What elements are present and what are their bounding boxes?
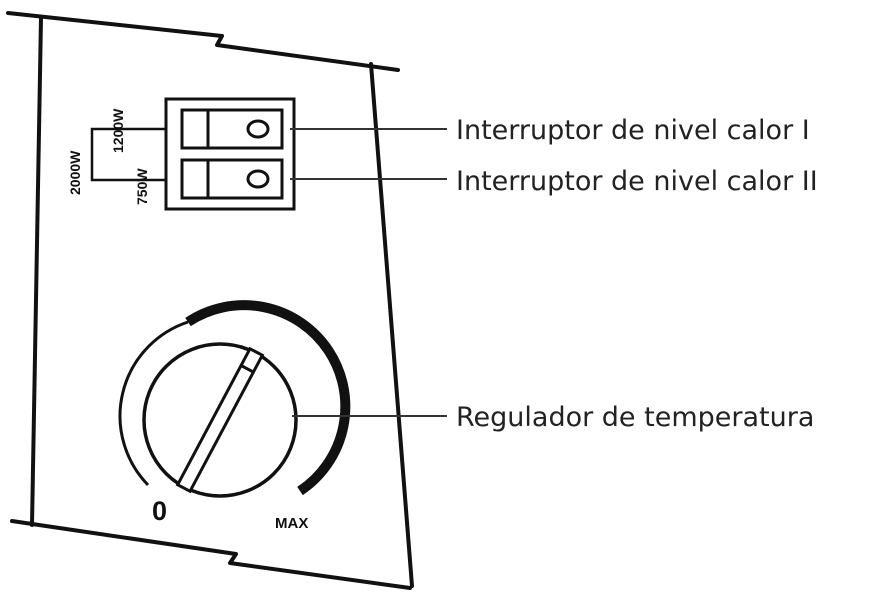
power-total-label: 2000W <box>67 150 83 195</box>
power-level-1-label: 1200W <box>110 108 126 153</box>
switch-1-o-icon <box>246 119 270 139</box>
switch-1[interactable] <box>180 108 284 150</box>
dial-scale-thick <box>185 300 351 496</box>
panel-top-edge <box>6 11 400 72</box>
dial-min-label: 0 <box>152 496 167 526</box>
switch-housing <box>164 97 296 211</box>
callout-switch-2: Interruptor de nivel calor II <box>456 166 818 197</box>
dial-scale-thin <box>118 320 189 487</box>
switch-block <box>164 97 296 211</box>
switch-2[interactable] <box>180 158 284 200</box>
panel-right-edge <box>369 62 414 588</box>
panel-bottom-edge <box>10 519 412 590</box>
dial-grip <box>175 346 265 494</box>
panel-left-edge <box>30 16 43 527</box>
callout-switch-1: Interruptor de nivel calor I <box>456 115 810 146</box>
control-panel <box>6 11 414 590</box>
callout-leaders <box>290 128 447 417</box>
power-bracket <box>90 127 166 182</box>
callout-thermostat: Regulador de temperatura <box>456 402 814 433</box>
switch-2-o-icon <box>246 169 270 189</box>
thermostat-dial[interactable] <box>118 300 351 498</box>
dial-max-label: MAX <box>275 515 308 532</box>
power-level-2-label: 750W <box>134 168 150 205</box>
